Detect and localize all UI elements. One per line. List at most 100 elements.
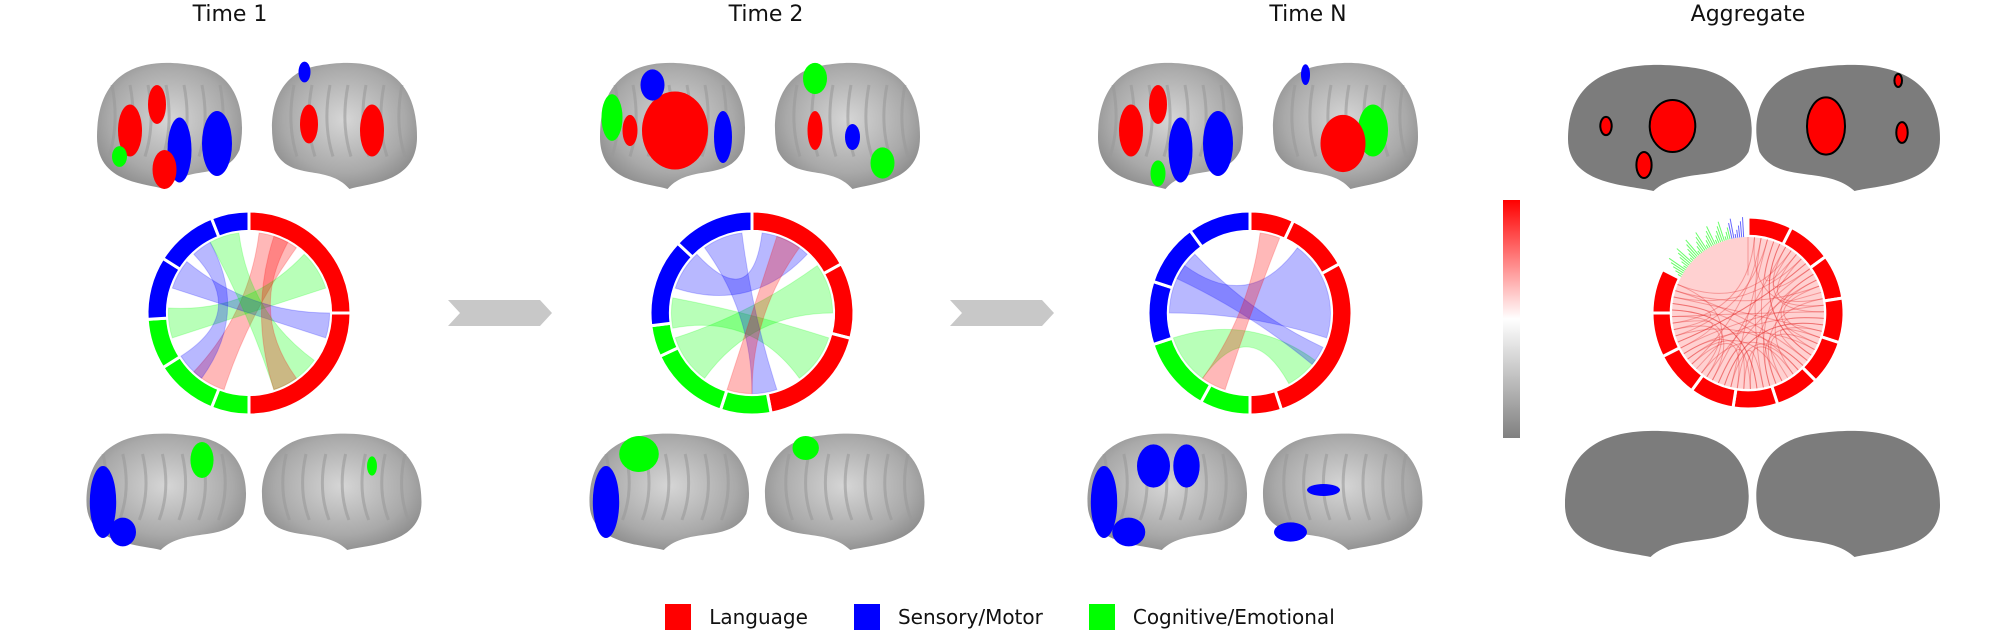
chord-ribbon — [1768, 243, 1812, 356]
chord-ribbon — [193, 232, 298, 391]
brain-sulcus — [846, 84, 856, 157]
activation-region — [642, 91, 708, 170]
chord-ribbon — [703, 232, 778, 395]
legend-label: Cognitive/Emotional — [1132, 605, 1335, 629]
brain-sulcus — [1218, 453, 1228, 521]
brain-outline — [1565, 430, 1749, 557]
chord-ribbon — [1736, 350, 1764, 389]
activation-region — [619, 436, 659, 472]
brain-surface — [1262, 433, 1423, 550]
legend-item-language: Language — [665, 604, 808, 630]
brain-sulcus — [397, 84, 407, 157]
brain-sulcus — [1381, 453, 1391, 521]
activation-region — [870, 147, 895, 179]
legend-swatch-green — [1088, 604, 1115, 630]
chord-ribbon — [1176, 253, 1324, 366]
brain-sulcus — [217, 453, 227, 521]
legend: Language Sensory/Motor Cognitive/Emotion… — [0, 604, 2000, 630]
chord-ribbon — [1784, 291, 1822, 304]
chord-tick — [1724, 236, 1727, 241]
brain-sulcus — [1282, 453, 1292, 521]
chord-ribbon — [1675, 285, 1820, 302]
brain-sulcus — [784, 453, 794, 521]
chord-tick — [1739, 221, 1743, 238]
panel-title-time-2: Time 2 — [728, 2, 804, 27]
chord-segment — [1248, 388, 1284, 417]
chord-tick — [1686, 244, 1698, 257]
activation-region — [300, 104, 318, 144]
activation-region — [1203, 111, 1233, 176]
chord-segment — [1819, 296, 1846, 345]
chord-ribbon — [1783, 285, 1821, 339]
chord-tick — [1734, 233, 1737, 239]
chord-ribbon — [1749, 273, 1814, 389]
brain-sulcus — [177, 453, 188, 521]
activation-region — [118, 104, 142, 157]
brain-sulcus — [400, 453, 410, 521]
chord-ribbon — [1701, 341, 1799, 374]
chord-ribbon — [1774, 279, 1817, 375]
brain-sulcus — [1198, 84, 1208, 157]
chord-ribbon — [1783, 317, 1824, 345]
chord-ribbon — [1717, 349, 1745, 389]
chord-ribbon — [171, 260, 331, 339]
chord-ribbon — [1677, 250, 1792, 294]
chord-tick — [1683, 265, 1687, 269]
activation-region — [1173, 444, 1200, 488]
brain-surface — [1756, 64, 1940, 191]
chord-ribbon — [1172, 328, 1316, 385]
chord-tick — [1695, 241, 1704, 252]
chord-ribbon — [1673, 296, 1822, 332]
brain-surface — [589, 433, 750, 550]
brain-sulcus — [804, 453, 814, 521]
brain-sulcus — [289, 84, 299, 157]
brain-surface — [1565, 430, 1749, 557]
activation-region — [360, 104, 384, 157]
activation-region — [1599, 115, 1613, 137]
chord-tick — [1695, 232, 1708, 250]
legend-swatch-red — [665, 604, 692, 630]
chord-tick — [1717, 221, 1725, 241]
chord-ribbon — [1672, 309, 1758, 389]
chord-tick — [1736, 229, 1739, 238]
chord-ribbon — [180, 241, 229, 379]
chord-tick — [1715, 235, 1720, 244]
chord-tick — [1676, 248, 1693, 263]
chord-diagram — [145, 209, 353, 417]
chord-ribbon — [261, 235, 298, 391]
brain-sulcus — [883, 453, 893, 521]
chord-tick — [1675, 270, 1683, 276]
chord-tick — [1677, 274, 1682, 277]
activation-region — [202, 111, 232, 176]
chord-segment — [1187, 209, 1252, 250]
chord-ribbon — [1767, 298, 1823, 384]
activation-region — [1168, 117, 1193, 183]
activation-region — [112, 146, 127, 167]
activation-region — [592, 466, 620, 538]
chord-ribbon — [1711, 246, 1787, 381]
brain-surface — [261, 433, 422, 550]
chord-ribbon — [1767, 345, 1789, 379]
brain-sulcus — [325, 84, 335, 157]
chord-ribbon — [674, 232, 808, 296]
brain-sulcus — [107, 84, 117, 157]
activation-region — [792, 436, 819, 460]
brain-sulcus — [828, 84, 838, 157]
chord-ribbon — [1201, 232, 1281, 391]
activation-region — [1112, 517, 1146, 547]
chord-ribbon — [1677, 263, 1807, 343]
brain-sulcus — [660, 453, 671, 521]
chord-ribbon — [1673, 258, 1802, 302]
chord-ribbon — [1675, 239, 1768, 337]
chord-tick — [1677, 252, 1691, 264]
panel-title-time-1: Time 1 — [192, 2, 268, 27]
panel-title-time-n: Time N — [1269, 2, 1347, 27]
brain-sulcus — [823, 453, 834, 521]
chord-ribbon — [1696, 340, 1723, 370]
chord-ribbon — [1672, 311, 1824, 318]
brain-sulcus — [118, 453, 128, 521]
chord-ribbon — [1675, 290, 1808, 361]
activation-region — [1119, 104, 1143, 157]
brain-sulcus — [1290, 84, 1300, 157]
chord-tick — [1681, 261, 1689, 267]
